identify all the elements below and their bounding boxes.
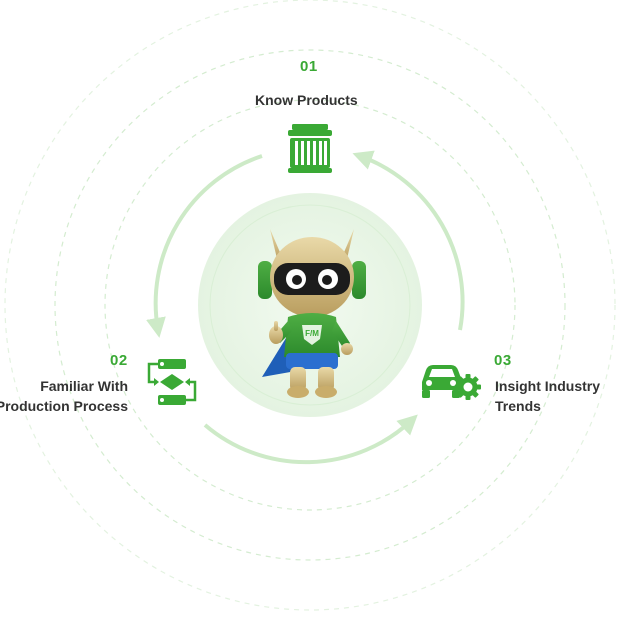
- step-3-number: 03: [494, 352, 512, 369]
- step-2-label-line-1: Familiar With: [40, 378, 128, 394]
- robot-mascot: F/M: [258, 229, 366, 398]
- inner-ring: [104, 99, 516, 511]
- robot-visor: [274, 263, 350, 295]
- robot-ear-left: [258, 261, 272, 299]
- robot-arm-right: [332, 321, 350, 349]
- robot-ear-right: [352, 261, 366, 299]
- car-gear-icon: [422, 365, 481, 400]
- middle-ring: [54, 49, 566, 561]
- robot-thumb-hand: [269, 326, 283, 344]
- oil-filter-icon: [288, 124, 332, 173]
- robot-chest-badge: [302, 325, 322, 345]
- center-glow-inner-ring: [209, 204, 411, 406]
- robot-leg-right: [318, 367, 334, 391]
- step-3-label-line-1: Insight Industry: [495, 378, 600, 394]
- robot-shorts: [286, 353, 338, 369]
- step-1-label: Know Products: [255, 92, 358, 108]
- step-2-label: Familiar With Production Process: [0, 376, 128, 416]
- robot-leg-left: [290, 367, 306, 391]
- step-2-label-line-2: Production Process: [0, 398, 128, 414]
- arrow-top-left: [146, 154, 263, 338]
- arrow-bottom: [203, 414, 418, 465]
- step-2-number: 02: [110, 352, 128, 369]
- process-flow-icon: [147, 359, 197, 405]
- step-3-label: Insight Industry Trends: [495, 376, 600, 416]
- arrow-top-right: [352, 150, 465, 331]
- step-3-label-line-2: Trends: [495, 398, 541, 414]
- step-1-number: 01: [300, 58, 318, 75]
- robot-chest-badge-text: F/M: [305, 329, 319, 338]
- outer-ring: [4, 0, 616, 611]
